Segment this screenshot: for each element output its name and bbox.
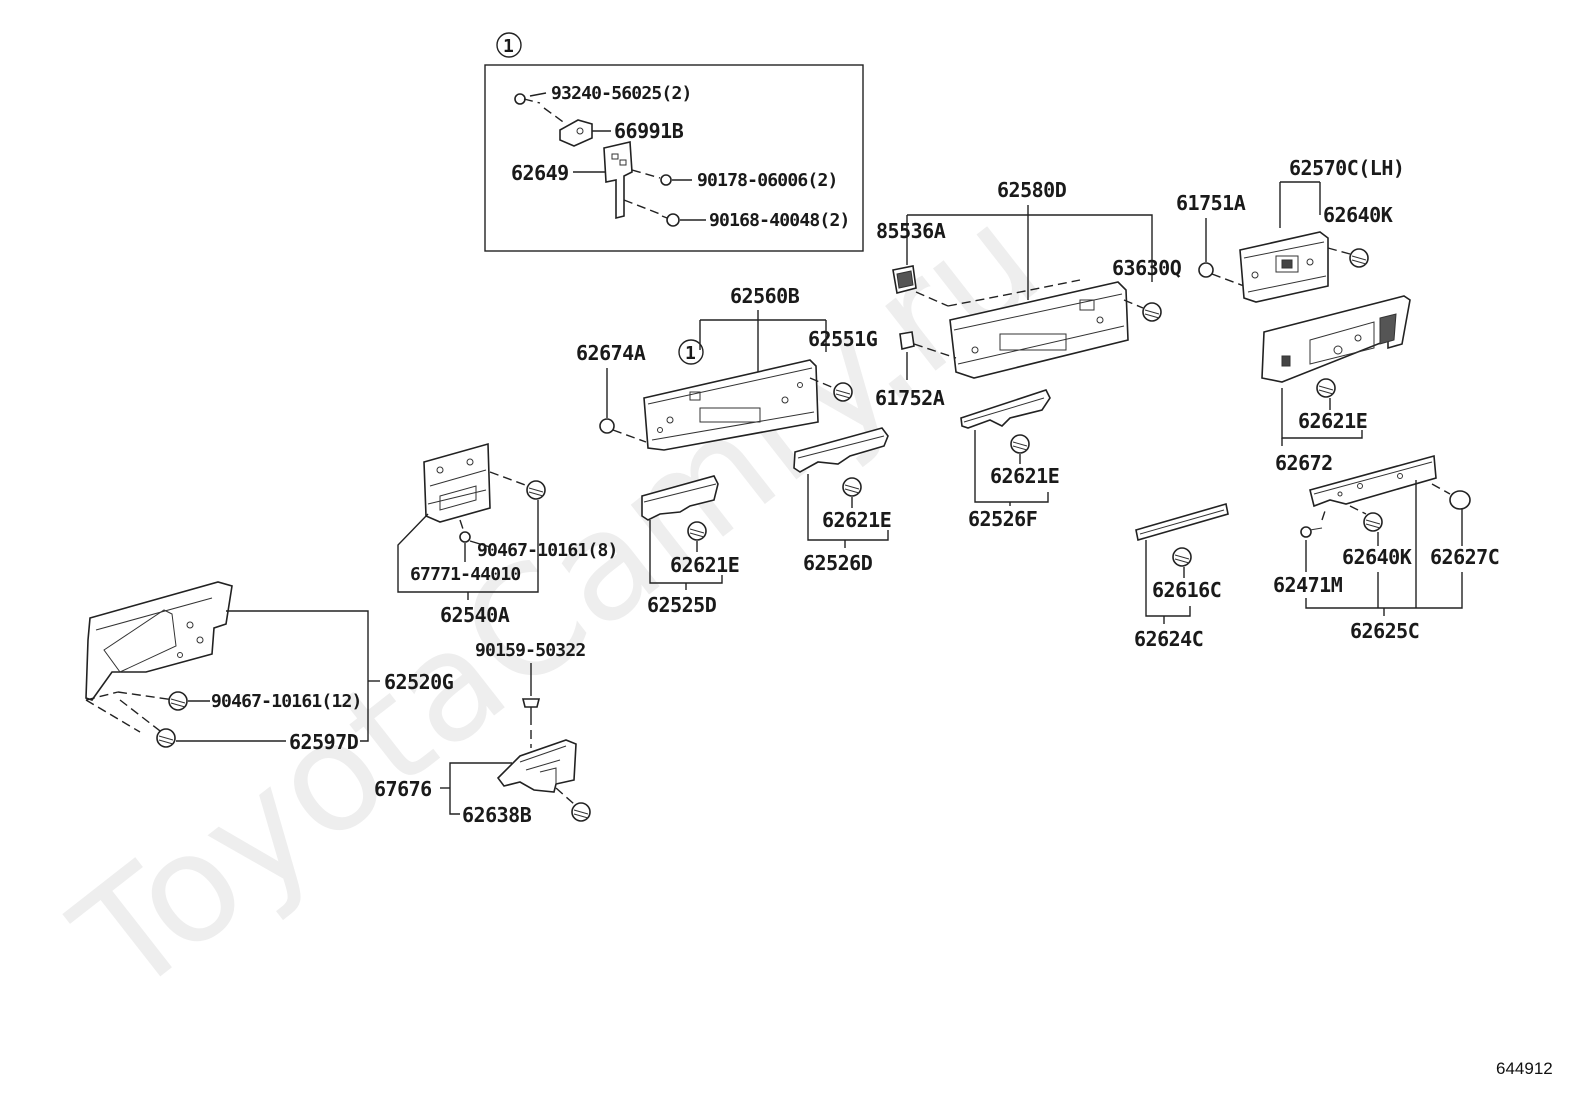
bracket-67676-icon [496,739,577,793]
strip-62625c-group: 62471M 62640K 62627C 62625C [1273,454,1500,643]
label-93240-56025[interactable]: 93240-56025(2) [551,83,692,104]
label-62471m[interactable]: 62471M [1273,573,1343,597]
trim-strip-62624c-icon [1135,502,1229,542]
nut-icon [459,531,471,543]
panel-62560b-group: 62560B 1 62674A 62551G [576,284,878,451]
panel-62526d-group: 62621E 62526D [793,427,892,575]
label-62580d[interactable]: 62580D [997,178,1067,202]
label-62625c[interactable]: 62625C [1350,619,1420,643]
push-clip-icon [1010,434,1030,454]
push-clip-icon [1142,302,1162,322]
label-62672[interactable]: 62672 [1275,451,1333,475]
panel-62580d-group: 62580D 85536A 61752A 63630Q [875,178,1182,410]
label-62640k[interactable]: 62640K [1323,203,1393,227]
push-clip-icon [1316,378,1336,398]
bracket-67676-group: 90159-50322 67676 62638B [374,640,591,827]
panel-62570c-group: 62570C(LH) 61751A 62640K [1176,156,1405,303]
trim-panel-62540a-icon [423,442,491,523]
label-62526f[interactable]: 62526F [968,507,1038,531]
trim-panel-62520g-icon [85,581,233,701]
bolt-icon [661,213,680,227]
label-62616c[interactable]: 62616C [1152,578,1222,602]
screw-icon [514,93,541,105]
callout-number: 1 [685,343,695,364]
label-62621e-c[interactable]: 62621E [670,553,740,577]
label-62560b[interactable]: 62560B [730,284,800,308]
trim-strip-62625c-icon [1309,454,1437,508]
inset-frame [484,64,864,252]
label-62597d[interactable]: 62597D [289,730,359,754]
trim-panel-62560b-icon [643,359,819,451]
push-clip-icon [156,728,176,748]
callout-circle [678,339,704,365]
label-62640k-bottom[interactable]: 62640K [1342,545,1412,569]
inset-assembly: 1 93240-56025(2) 66991B 62649 90178-0600… [484,32,864,252]
label-67676[interactable]: 67676 [374,777,432,801]
label-61751a[interactable]: 61751A [1176,191,1246,215]
label-85536a[interactable]: 85536A [876,219,946,243]
push-clip-icon [1349,248,1369,268]
label-90467-10161-12[interactable]: 90467-10161(12) [211,691,362,712]
label-90159-50322[interactable]: 90159-50322 [475,640,586,661]
label-62621e-a[interactable]: 62621E [990,464,1060,488]
trim-strip-62526d-icon [793,427,889,473]
clip-icon [599,418,615,434]
push-clip-icon [1172,547,1192,567]
label-62649[interactable]: 62649 [511,161,569,185]
label-62526d[interactable]: 62526D [803,551,873,575]
label-62638b[interactable]: 62638B [462,803,532,827]
clip-66991b-icon [559,119,593,147]
label-62621e-right[interactable]: 62621E [1298,409,1368,433]
label-62570c-lh[interactable]: 62570C(LH) [1289,156,1405,180]
trim-panel-62570c-icon [1239,231,1329,303]
push-clip-icon [1363,512,1383,532]
trim-panel-62672-icon [1261,295,1411,383]
clip-62471m-icon [1300,526,1323,538]
label-62525d[interactable]: 62525D [647,593,717,617]
trim-strip-62526f-icon [960,389,1051,429]
label-62624c[interactable]: 62624C [1134,627,1204,651]
push-clip-icon [833,382,853,402]
label-62674a[interactable]: 62674A [576,341,646,365]
push-clip-icon [842,477,862,497]
panel-62672-group: 62621E 62672 [1261,295,1411,475]
label-62621e-b[interactable]: 62621E [822,508,892,532]
label-90168-40048[interactable]: 90168-40048(2) [709,210,850,231]
label-62540a[interactable]: 62540A [440,603,510,627]
push-clip-icon [168,691,188,711]
label-62551g[interactable]: 62551G [808,327,878,351]
panel-62526f-group: 62621E 62526F [960,389,1060,531]
push-clip-icon [526,480,546,500]
label-62627c[interactable]: 62627C [1430,545,1500,569]
label-67771-44010[interactable]: 67771-44010 [410,564,521,585]
label-63630q[interactable]: 63630Q [1112,256,1182,280]
panel-62520g-group: 90467-10161(12) 62597D 62520G [85,581,454,754]
push-clip-icon [687,521,707,541]
label-62520g[interactable]: 62520G [384,670,454,694]
clip-61752a-icon [899,331,915,350]
strip-62624c-group: 62616C 62624C [1134,502,1229,651]
push-clip-icon [571,802,591,822]
callout-number: 1 [503,36,513,57]
panel-62540a-group: 90467-10161(8) 67771-44010 62540A [397,442,618,627]
nut-icon [660,174,672,186]
bracket-62649-icon [603,141,633,220]
trim-strip-62525d-icon [641,475,719,521]
module-85536a-icon [892,265,917,294]
label-61752a[interactable]: 61752A [875,386,945,410]
figure-id: 644912 [1496,1059,1553,1078]
trim-panel-62580d-icon [949,281,1129,379]
callout-circle [496,32,522,58]
cap-62627c-icon [1449,490,1471,510]
label-90178-06006[interactable]: 90178-06006(2) [697,170,838,191]
label-66991b[interactable]: 66991B [614,119,684,143]
label-90467-10161-8[interactable]: 90467-10161(8) [477,540,618,561]
panel-62525d-group: 62621E 62525D [641,475,740,617]
bolt-icon [521,698,541,716]
clip-icon [1198,262,1214,278]
